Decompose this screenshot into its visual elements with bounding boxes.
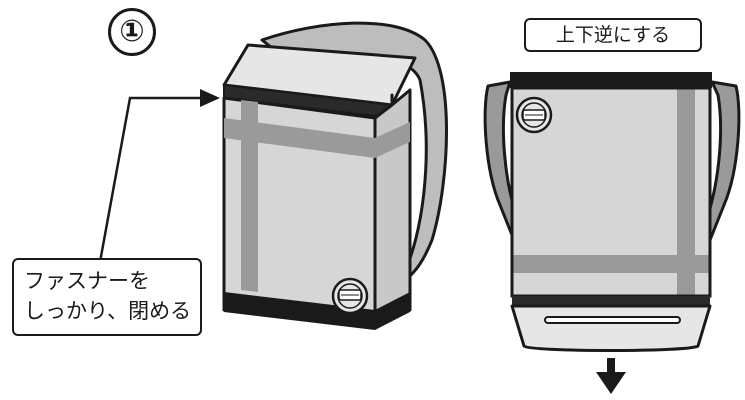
backpack-upright-latch-icon [331,277,369,315]
pointer-arrow [98,89,220,263]
backpack-flipped-latch-icon [515,96,553,134]
step-number: ① [108,8,156,56]
flip-label: 上下逆にする [524,18,702,52]
backpack-upright-bottom-band [224,292,410,330]
instruction-line-2: しっかり、閉める [24,299,192,323]
backpack-upright-stripe-vertical [241,100,258,292]
backpack-flipped [483,72,741,352]
instruction-line-1: ファスナーを [24,269,150,293]
backpack-flipped-top-band [510,72,712,88]
backpack-upright-stripe-horizontal [224,118,375,158]
backpack-upright-stripe-side [375,122,410,158]
backpack-flipped-strap-right [706,80,741,247]
backpack-flipped-lid [510,304,712,352]
backpack-flipped-rim [512,296,710,306]
backpack-flipped-handle [544,316,681,324]
backpack-flipped-stripe-vertical [677,88,695,296]
instruction-callout: ファスナーを しっかり、閉める [12,258,202,336]
backpack-upright [222,21,448,330]
down-arrow-icon [596,358,626,394]
backpack-flipped-stripe-horizontal [512,255,710,273]
